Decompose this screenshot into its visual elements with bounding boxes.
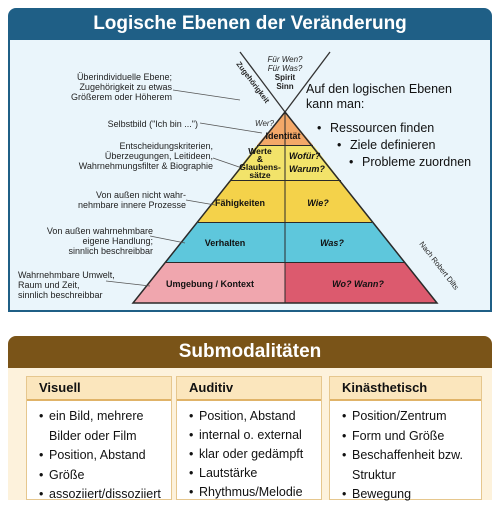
list-item: Form und Größe <box>342 427 481 447</box>
desc-values: Entscheidungskriterien, Überzeugungen, L… <box>78 141 213 171</box>
level-values-question-2: Warum? <box>289 164 325 174</box>
intro-text: Auf den logischen Ebenen kann man: <box>306 82 452 111</box>
list-item: internal o. external <box>189 426 321 445</box>
list-item: klar oder gedämpft <box>189 445 321 464</box>
level-environment-name: Umgebung / Kontext <box>166 279 254 289</box>
list-item: Position, Abstand <box>189 407 321 426</box>
level-environment-left <box>133 263 285 303</box>
connector-lines <box>105 89 263 287</box>
list-item: Bewegung <box>342 485 481 505</box>
level-values-name-1: Werte <box>248 146 272 156</box>
level-abilities-name: Fähigkeiten <box>215 198 265 208</box>
level-values-name-3: Glaubens- <box>239 162 281 172</box>
bullet-item: Probleme zuordnen <box>349 154 471 171</box>
list-item: Rhythmus/Melodie <box>189 483 321 502</box>
desc-spirit: Überindividuelle Ebene; Zugehörigkeit zu… <box>70 72 172 102</box>
level-environment-question: Wo? Wann? <box>332 279 384 289</box>
cross-sinn: Sinn <box>276 82 293 91</box>
level-abilities-left <box>198 181 285 222</box>
level-environment-right <box>285 263 437 303</box>
desc-environment: Wahrnehmbare Umwelt, Raum und Zeit, sinn… <box>18 270 115 300</box>
column-kinesthetic: Kinästhetisch Position/Zentrum Form und … <box>329 376 482 504</box>
cross-question-2: Für Was? <box>268 64 303 73</box>
level-behavior-name: Verhalten <box>205 238 246 248</box>
level-values-name-4: sätze <box>249 170 271 180</box>
level-values-question-1: Wofür? <box>289 151 321 161</box>
list-item: Größe <box>39 466 171 486</box>
cross-question-1: Für Wen? <box>268 55 304 64</box>
bullet-item: Ressourcen finden <box>317 120 471 137</box>
list-item: Beschaffenheit bzw. Struktur <box>342 446 481 485</box>
level-abilities-question: Wie? <box>307 198 329 208</box>
list-item: ein Bild, mehrere Bilder oder Film <box>39 407 171 446</box>
bullet-item: Ziele definieren <box>337 137 471 154</box>
cross-spirit: Spirit <box>275 73 296 82</box>
level-identity-question: Wer? <box>255 119 275 128</box>
level-values-name-2: & <box>257 154 263 164</box>
level-abilities-right <box>285 181 372 222</box>
column-visual: Visuell ein Bild, mehrere Bilder oder Fi… <box>26 376 172 504</box>
section2-title: Submodalitäten <box>8 336 492 368</box>
level-values-left <box>230 146 285 180</box>
credit-label: Nach Robert Dilts <box>417 240 460 292</box>
level-behavior-left <box>166 223 285 262</box>
list-item: Lautstärke <box>189 464 321 483</box>
belonging-label: Zugehörigkeit <box>234 60 271 105</box>
column-auditory: Auditiv Position, Abstand internal o. ex… <box>176 376 322 502</box>
desc-abilities: Von außen nicht wahr- nehmbare innere Pr… <box>77 190 186 210</box>
pyramid-diagram: Identität Wer? Werte & Glaubens- sätze W… <box>105 51 461 304</box>
column-auditory-title: Auditiv <box>177 377 321 401</box>
column-visual-title: Visuell <box>27 377 171 401</box>
list-item: Position, Abstand <box>39 446 171 466</box>
column-kinesthetic-title: Kinästhetisch <box>330 377 481 401</box>
section1-title: Logische Ebenen der Veränderung <box>8 8 492 40</box>
desc-identity: Selbstbild ("Ich bin ...") <box>107 119 198 129</box>
list-item: assoziiert/dissoziiert <box>39 485 171 505</box>
level-identity-name: Identität <box>266 131 301 141</box>
level-behavior-question: Was? <box>320 238 344 248</box>
desc-behavior: Von außen wahrnehmbare eigene Handlung; … <box>46 226 153 256</box>
level-behavior-right <box>285 223 404 262</box>
list-item: Position/Zentrum <box>342 407 481 427</box>
level-values-right <box>285 146 340 180</box>
capability-bullets: Ressourcen finden Ziele definieren Probl… <box>317 120 471 171</box>
